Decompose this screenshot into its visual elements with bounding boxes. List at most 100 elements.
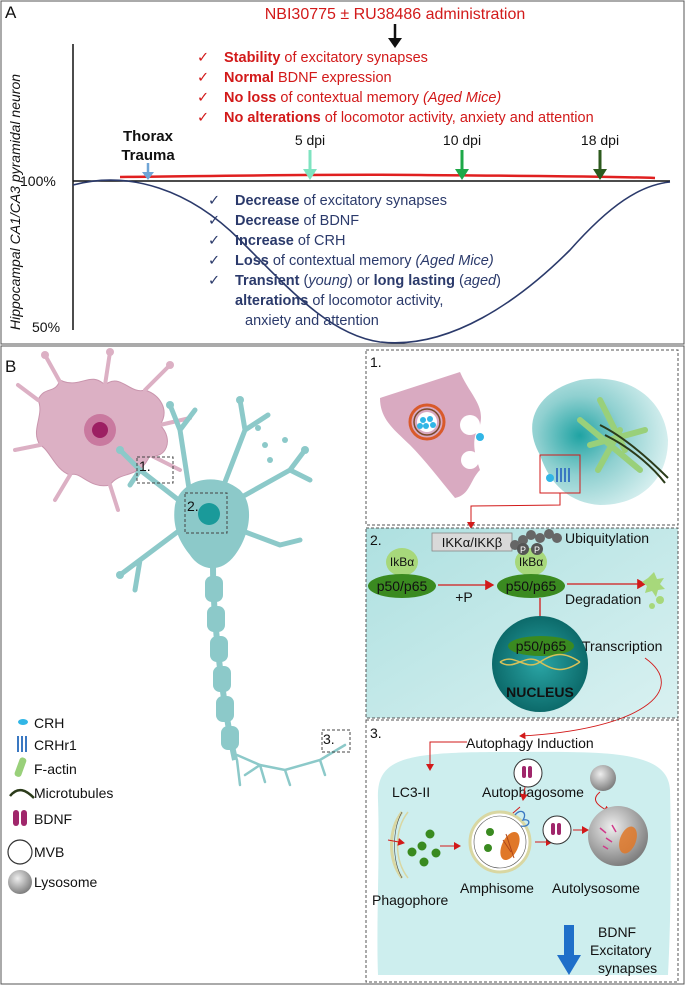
trauma-label-2: Trauma xyxy=(121,147,175,164)
p5065-protein-1 xyxy=(368,574,436,598)
untreated-item-2: Decrease of BDNF xyxy=(235,213,359,229)
legend-crh: CRH xyxy=(34,715,64,731)
zoom-box-3-label: 3. xyxy=(323,731,335,747)
box1-to-box2-arrow xyxy=(467,493,561,529)
dpi-18-label: 18 dpi xyxy=(581,132,619,148)
plus-p-label: +P xyxy=(455,589,473,605)
dpi-18-arrow-head xyxy=(593,169,607,180)
box-3 xyxy=(365,719,679,983)
legend-microtubules: Microtubules xyxy=(34,785,113,801)
untreated-item-6: alterations of locomotor activity, xyxy=(235,293,443,309)
mvb-vesicle-2 xyxy=(542,815,572,845)
admin-title: NBI30775 ± RU38486 administration xyxy=(265,6,525,23)
p5065-label-2: p50/p65 xyxy=(506,578,557,594)
outcome-excitatory: Excitatory xyxy=(590,942,651,958)
admin-arrow-head xyxy=(388,38,402,48)
ubiquitin-chain xyxy=(510,529,562,550)
legend-mvb: MVB xyxy=(34,844,64,860)
microtubules-icon xyxy=(9,788,35,799)
dpi-10-label: 10 dpi xyxy=(443,132,481,148)
amphisome xyxy=(468,810,532,874)
untreated-list: ✓ Decrease of excitatory synapses ✓ Decr… xyxy=(208,193,501,329)
trauma-label-1: Thorax xyxy=(123,128,174,145)
untreated-check-4: ✓ xyxy=(208,253,220,269)
box-2-number: 2. xyxy=(370,532,382,548)
untreated-item-4: Loss of contextual memory (Aged Mice) xyxy=(235,253,494,269)
legend-lysosome: Lysosome xyxy=(34,874,98,890)
phospho-1 xyxy=(517,543,529,555)
treated-check-3: ✓ xyxy=(197,90,209,106)
transcription-label: Transcription xyxy=(582,638,662,654)
ikk-label: IKKα/IKKβ xyxy=(442,535,503,550)
autolysosome-label: Autolysosome xyxy=(552,880,640,896)
degradation-label: Degradation xyxy=(565,591,641,607)
untreated-check-2: ✓ xyxy=(208,213,220,229)
untreated-item-7: anxiety and attention xyxy=(245,313,379,329)
untreated-item-5: Transient (young) or long lasting (aged) xyxy=(235,273,501,289)
amphisome-label: Amphisome xyxy=(460,880,534,896)
untreated-item-1: Decrease of excitatory synapses xyxy=(235,193,447,209)
treated-check-2: ✓ xyxy=(197,70,209,86)
autophagosome-label: Autophagosome xyxy=(482,784,584,800)
treated-check-1: ✓ xyxy=(197,50,209,66)
dpi-10-arrow-head xyxy=(455,169,469,180)
autophagy-label: Autophagy Induction xyxy=(466,735,594,751)
mvb-vesicle-1 xyxy=(513,758,543,788)
dpi-5-arrow-head xyxy=(303,169,317,180)
panel-b-label: B xyxy=(5,357,16,376)
p5065-protein-2 xyxy=(497,574,565,598)
mvb-arrow-1 xyxy=(519,786,528,801)
ikba-label-1: IkBα xyxy=(390,555,414,569)
transcription-arrow xyxy=(519,657,662,740)
p5065-label-3: p50/p65 xyxy=(516,638,567,654)
treated-item-4: No alterations of locomotor activity, an… xyxy=(224,110,594,126)
y-label-50: 50% xyxy=(32,319,60,335)
phagophore-arrow xyxy=(387,837,405,846)
dna-icon xyxy=(499,653,581,671)
nucleus-label: NUCLEUS xyxy=(506,684,574,700)
untreated-item-3: Increase of CRH xyxy=(235,233,345,249)
treated-item-2: Normal BDNF expression xyxy=(224,70,392,86)
box3-cytoplasm xyxy=(377,751,671,975)
untreated-check-1: ✓ xyxy=(208,193,220,209)
zoom-box-2-label: 2. xyxy=(187,498,199,514)
panel-b-frame xyxy=(0,345,685,985)
box-3-number: 3. xyxy=(370,725,382,741)
f-actin-icon xyxy=(14,757,27,777)
phospho-1-label: P xyxy=(520,545,526,555)
panel-a-frame xyxy=(0,0,685,345)
phospho-2-label: P xyxy=(534,545,540,555)
trauma-arrow-head xyxy=(142,172,154,180)
ikba-protein-1 xyxy=(386,548,418,576)
crhr1-receptor xyxy=(556,468,570,482)
mvb-icon xyxy=(7,839,33,865)
legend-crhr1: CRHr1 xyxy=(34,737,77,753)
lc3-label: LC3-II xyxy=(392,784,430,800)
degraded-fragments xyxy=(642,572,665,609)
zoom-box-1 xyxy=(136,456,174,484)
treated-list: ✓ Stability of excitatory synapses ✓ Nor… xyxy=(197,50,594,126)
autophagy-arrow xyxy=(426,741,467,771)
neuron-nucleus xyxy=(198,503,220,525)
legend-bdnf: BDNF xyxy=(34,811,72,827)
postsynaptic-spine xyxy=(532,378,669,505)
crh-icon xyxy=(18,719,28,725)
legend-factin: F-actin xyxy=(34,761,77,777)
p5065-label-1: p50/p65 xyxy=(377,578,428,594)
presynaptic-terminal xyxy=(380,372,484,498)
panel-a-label: A xyxy=(5,3,17,22)
phagophore-label: Phagophore xyxy=(372,892,449,908)
phagophore xyxy=(390,811,441,879)
treated-item-3: No loss of contextual memory (Aged Mice) xyxy=(224,90,501,106)
neuron xyxy=(116,396,347,787)
treated-item-1: Stability of excitatory synapses xyxy=(224,50,428,66)
untreated-check-3: ✓ xyxy=(208,233,220,249)
zoom-box-2 xyxy=(184,492,228,534)
untreated-curve xyxy=(72,179,671,344)
decrease-arrow-head xyxy=(557,955,581,975)
legend: CRH CRHr1 F-actin Microtubules BDNF MVB … xyxy=(7,715,113,894)
untreated-check-5: ✓ xyxy=(208,273,220,289)
treated-curve xyxy=(119,173,656,180)
outcome-bdnf: BDNF xyxy=(598,924,636,940)
